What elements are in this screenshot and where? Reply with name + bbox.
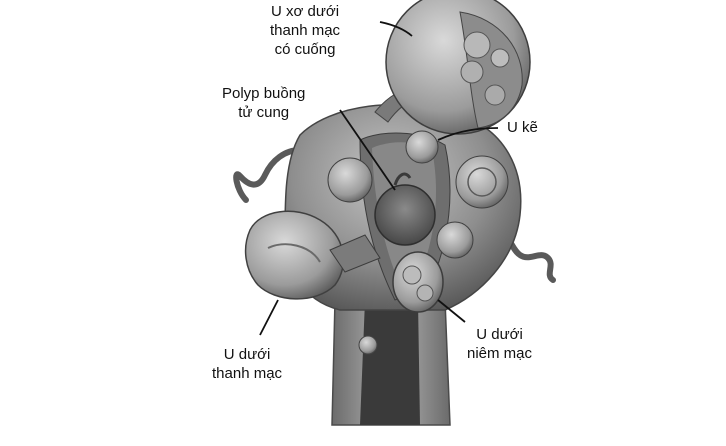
label-endometrial-polyp: Polyp buồng tử cung	[222, 85, 306, 121]
intramural-fibroid	[405, 130, 439, 164]
leader-subserosal	[259, 299, 279, 336]
label-intramural-fibroid: U kẽ	[507, 119, 538, 136]
leader-pedunculated	[379, 21, 413, 37]
subserosal-fibroid	[244, 210, 345, 300]
cervical-lumen	[360, 300, 420, 425]
endometrial-polyp	[374, 184, 436, 246]
label-subserosal-fibroid: U dưới thanh mạc	[212, 346, 283, 382]
leader-polyp	[339, 109, 396, 191]
label-submucosal-fibroid: U dưới niêm mạc	[467, 326, 533, 362]
left-fallopian-tube	[233, 147, 303, 203]
leader-intramural	[437, 127, 499, 141]
leader-submucosal	[437, 299, 466, 323]
label-pedunculated-subserosal-fibroid: U xơ dưới thanh mạc có cuống	[270, 3, 341, 58]
